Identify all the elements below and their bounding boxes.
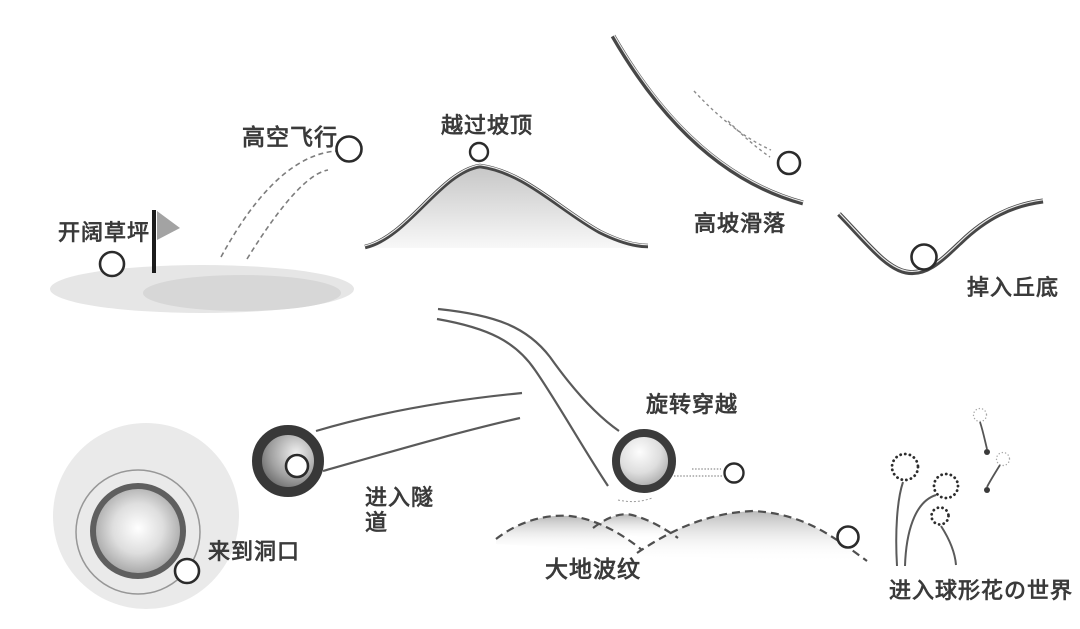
ripple-fill-middle: [593, 514, 678, 540]
slide-trajectory-dashed-2: [727, 120, 771, 158]
valley-curve: [837, 198, 1044, 276]
flight-trajectory-dashed: [220, 150, 337, 258]
sprout-stem-1: [979, 421, 988, 450]
golf-ball-icon: [173, 557, 201, 585]
slide-trajectory-dashed: [693, 90, 772, 151]
lawn-inner-ellipse: [143, 275, 341, 311]
golf-ball-icon: [836, 525, 860, 549]
golf-ball-icon: [98, 250, 126, 278]
flower-head-dotted-2: [932, 472, 960, 500]
ripple-fill-right: [637, 511, 867, 562]
hill-outline-highlight: [364, 164, 649, 247]
stage-spin-through: 旋转穿越: [436, 307, 745, 503]
hole-ring: [75, 469, 201, 595]
stage-label-slope-slide: 高坡滑落: [694, 211, 786, 236]
stage-sphere-flower-world: 进入球形花の世界: [889, 407, 1073, 603]
sprout-stem-2: [986, 464, 1001, 488]
flight-trajectory-dashed-2: [246, 169, 329, 260]
hole-sphere: [90, 483, 186, 579]
flower-stem-1: [895, 481, 904, 567]
stage-fall-hill-bottom: 掉入丘底: [837, 198, 1059, 300]
golf-ball-icon: [284, 453, 310, 479]
flag-pennant-icon: [157, 211, 180, 240]
stage-label-enter-tunnel-line2: 道: [365, 510, 388, 535]
stage-ground-ripples: 大地波纹: [495, 509, 868, 582]
stage-label-fall-hill-bottom: 掉入丘底: [967, 275, 1059, 300]
tunnel-tube-lower-line: [322, 416, 521, 473]
stage-label-open-lawn: 开阔草坪: [58, 220, 150, 245]
spin-ring-shadow-dashed: [617, 497, 653, 503]
sprout-seed-2: [984, 487, 990, 493]
ripple-dashed-right: [636, 509, 868, 562]
stage-label-over-hilltop: 越过坡顶: [440, 113, 533, 138]
stage-label-arrive-hole: 来到洞口: [207, 539, 300, 564]
stage-label-enter-tunnel-line1: 进入隧: [365, 485, 434, 510]
slope-curve-highlight: [613, 34, 805, 203]
stage-label-spin-through: 旋转穿越: [646, 392, 738, 417]
flower-stem-2: [904, 494, 937, 567]
sprout-head-1: [972, 407, 988, 423]
sprout-head-2: [995, 451, 1011, 467]
spin-tube-left-line: [437, 307, 620, 432]
spin-tube-right-line: [436, 317, 609, 487]
golf-ball-icon: [723, 462, 745, 484]
flower-head-dotted-3: [930, 506, 950, 526]
slope-curve: [610, 34, 804, 206]
golf-ball-icon: [468, 141, 490, 163]
stage-label-ground-ripples: 大地波纹: [545, 556, 641, 582]
stage-high-flight: 高空飞行: [220, 124, 363, 260]
stage-open-lawn: 开阔草坪: [50, 210, 354, 313]
stage-over-hilltop: 越过坡顶: [364, 113, 649, 250]
stage-slope-slide: 高坡滑落: [610, 34, 805, 236]
stage-enter-tunnel: 进入隧 道: [252, 391, 523, 535]
golf-ball-icon: [776, 150, 802, 176]
golf-ball-icon: [335, 135, 363, 163]
spin-ring: [612, 429, 676, 493]
flower-head-dotted-1: [890, 452, 920, 482]
stage-arrive-hole: 来到洞口: [53, 423, 300, 609]
stage-label-sphere-flower-world: 进入球形花の世界: [889, 578, 1073, 603]
tunnel-tube-upper-line: [315, 391, 523, 433]
flower-stem-3: [940, 525, 957, 566]
hill-fill: [365, 166, 648, 248]
stage-label-high-flight: 高空飞行: [242, 124, 338, 150]
golf-ball-icon: [910, 243, 938, 271]
ripple-fill-left: [496, 515, 642, 552]
hill-outline: [364, 163, 649, 250]
ripple-dashed-left: [495, 514, 643, 551]
ripple-dashed-middle: [592, 513, 679, 539]
sprout-seed-1: [984, 449, 990, 455]
